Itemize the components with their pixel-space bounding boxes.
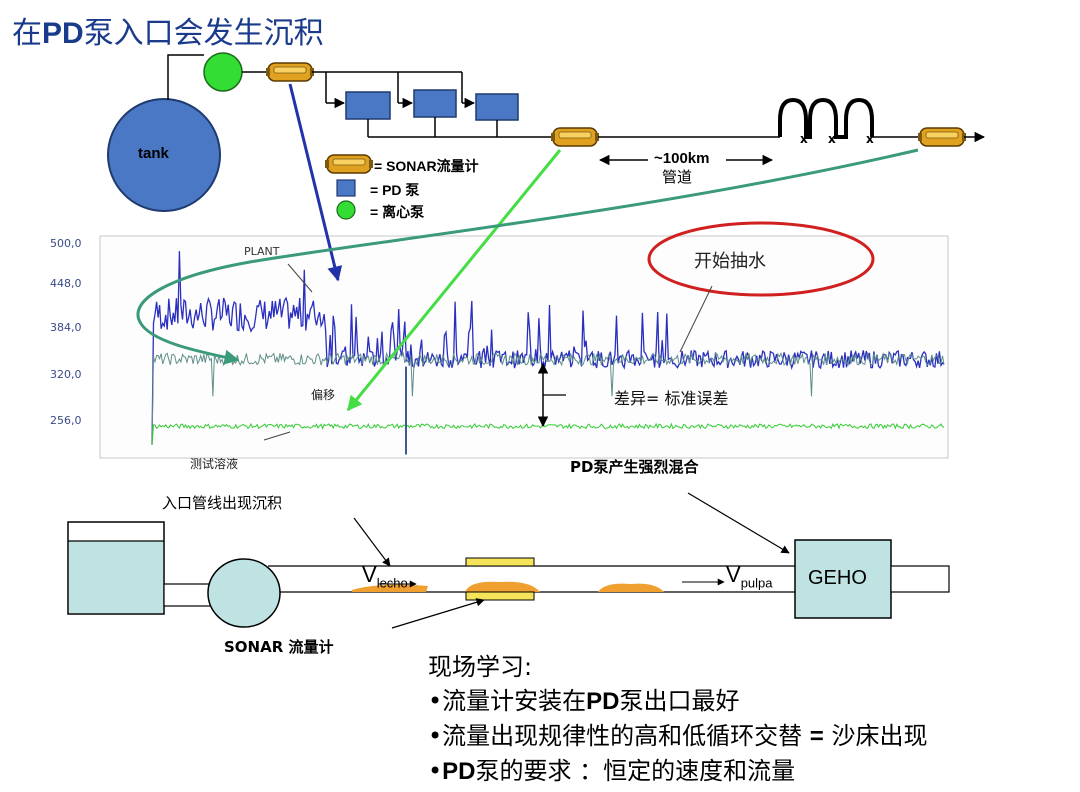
field-notes: 现场学习: •流量计安装在PD泵出口最好 •流量出现规律性的高和低循环交替 = … — [428, 650, 927, 789]
sonar-arrow — [391, 598, 485, 629]
pd-pump-3 — [475, 93, 519, 121]
pump-water-ellipse — [647, 221, 875, 297]
y-tick-label: 448,0 — [50, 277, 82, 290]
legend — [324, 154, 374, 220]
series-line-2 — [151, 351, 945, 445]
pipeline-loops — [778, 97, 874, 139]
page-title: 在PD泵入口会发生沉积 — [12, 16, 324, 51]
notes-heading: 现场学习: — [428, 653, 533, 681]
teal-arrow — [136, 148, 919, 365]
svg-text:x: x — [828, 132, 836, 146]
sonar-meter-end — [917, 127, 967, 147]
v-echo-label: Vlecho — [362, 562, 408, 591]
sediment-2 — [465, 581, 540, 592]
tank-label: tank — [138, 145, 169, 162]
sediment-1 — [352, 584, 428, 592]
notes-line-1: •流量计安装在PD泵出口最好 — [428, 687, 740, 715]
v-pulpa-label: Vpulpa — [726, 562, 773, 591]
sonar-clamp-bottom — [465, 591, 535, 601]
legend-pd-icon — [336, 179, 356, 197]
pipeline-label: 管道 — [662, 168, 693, 186]
pd-pump-1 — [345, 91, 391, 120]
test-solution-label: 测试溶液 — [190, 457, 239, 471]
sonar-meter-plant — [265, 62, 315, 82]
inlet-arrow — [353, 517, 391, 567]
legend-pd-label: = PD 泵 — [370, 182, 420, 198]
inlet-sediment-label: 入口管线出现沉积 — [162, 494, 283, 512]
tank — [107, 98, 221, 212]
notes-line-2: •流量出现规律性的高和低循环交替 = 沙床出现 — [428, 722, 928, 750]
geho-label: GEHO — [808, 567, 867, 589]
offset-label: 偏移 — [311, 388, 336, 402]
pd-mixing-label: PD泵产生强烈混合 — [570, 458, 699, 476]
plant-label: PLANT — [244, 245, 280, 258]
sonar-clamp-top — [465, 557, 535, 567]
difference-label: 差异= 标准误差 — [614, 389, 729, 408]
legend-centrifugal-label: = 离心泵 — [370, 204, 425, 220]
sediment-3 — [598, 583, 664, 592]
svg-text:x: x — [800, 132, 808, 146]
blue-arrow — [288, 83, 343, 282]
sonar-meter-label: SONAR 流量计 — [224, 638, 334, 656]
legend-sonar-label: = SONAR流量计 — [374, 158, 479, 174]
sonar-meter-mid — [550, 127, 600, 147]
legend-sonar-icon — [324, 154, 374, 174]
y-tick-label: 320,0 — [50, 368, 82, 381]
centrifugal-pump-bottom — [207, 558, 281, 628]
centrifugal-pump — [203, 52, 243, 92]
distance-label: ~100km — [654, 150, 710, 167]
process-schematic — [67, 492, 950, 629]
plant-schematic: x x x — [107, 52, 986, 212]
notes-line-3: •PD泵的要求 ：恒定的速度和流量 — [428, 757, 796, 785]
pd-pump-2 — [413, 89, 457, 118]
tank-outlet-pipe — [167, 54, 204, 100]
geho-pump — [794, 539, 892, 619]
legend-centrifugal-icon — [336, 200, 356, 220]
y-tick-label: 500,0 — [50, 237, 82, 250]
signal-chart — [99, 221, 949, 459]
pd-mixing-arrow — [687, 492, 790, 554]
svg-text:x: x — [866, 132, 874, 146]
green-arrow — [346, 149, 562, 412]
pump-water-label: 开始抽水 — [694, 251, 766, 272]
y-tick-label: 384,0 — [50, 321, 82, 334]
y-tick-label: 256,0 — [50, 414, 82, 427]
